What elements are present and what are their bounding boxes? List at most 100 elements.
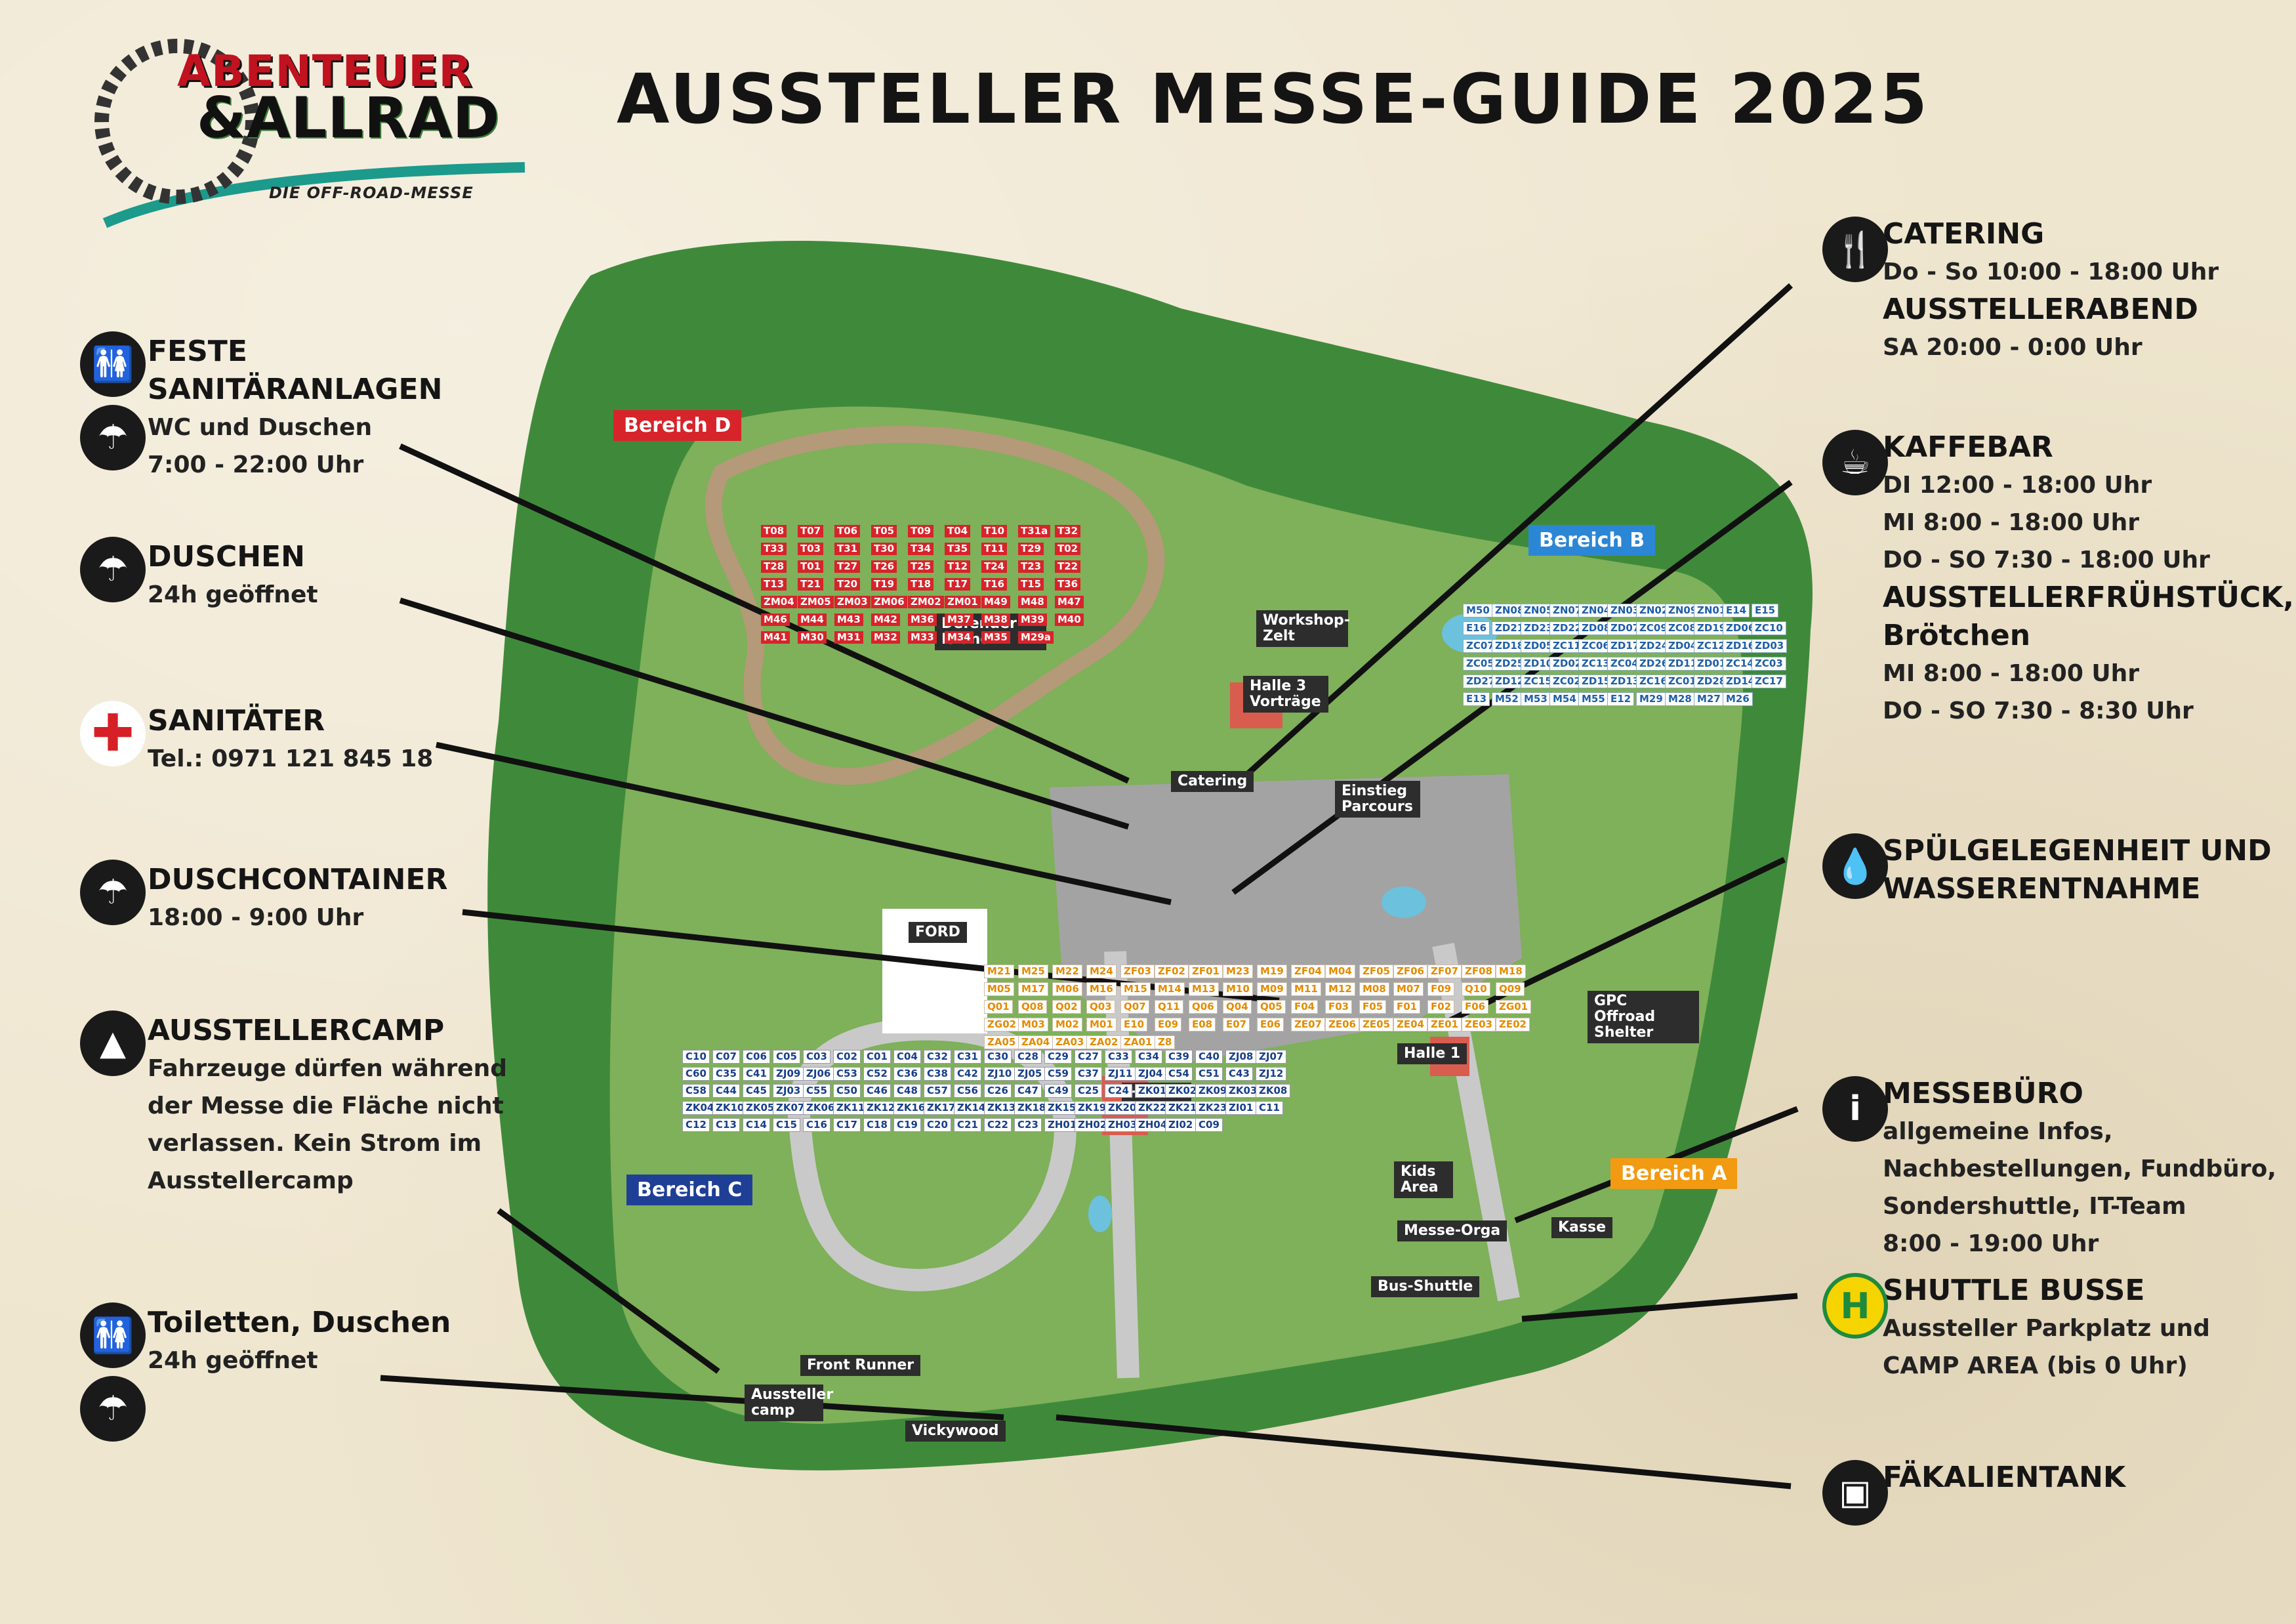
stand-label[interactable]: ZN07 — [1549, 604, 1586, 617]
stand-label[interactable]: ZM02 — [908, 596, 944, 608]
stand-label[interactable]: T28 — [761, 560, 787, 573]
stand-label[interactable]: ZC02 — [1549, 675, 1584, 688]
stand-label[interactable]: T23 — [1018, 560, 1044, 573]
stand-label[interactable]: E14 — [1723, 604, 1750, 617]
stand-label[interactable]: ZN02 — [1636, 604, 1672, 617]
stand-label[interactable]: M07 — [1393, 982, 1424, 996]
stand-label[interactable]: T20 — [834, 578, 861, 591]
stand-label[interactable]: ZK07 — [773, 1101, 808, 1115]
stand-label[interactable]: ZK23 — [1195, 1101, 1231, 1115]
stand-label[interactable]: M24 — [1086, 965, 1117, 978]
stand-label[interactable]: ZJ12 — [1256, 1067, 1287, 1081]
stand-label[interactable]: ZD26 — [1636, 657, 1672, 671]
stand-label[interactable]: ZE02 — [1496, 1018, 1530, 1031]
stand-label[interactable]: C34 — [1135, 1050, 1162, 1064]
stand-label[interactable]: C53 — [833, 1067, 861, 1081]
stand-label[interactable]: C48 — [893, 1084, 921, 1098]
stand-label[interactable]: ZN08 — [1492, 604, 1528, 617]
stand-label[interactable]: E12 — [1607, 692, 1635, 706]
stand-label[interactable]: F06 — [1462, 1000, 1489, 1014]
stand-label[interactable]: C05 — [773, 1050, 800, 1064]
stand-label[interactable]: ZJ11 — [1105, 1067, 1136, 1081]
stand-label[interactable]: ZM01 — [945, 596, 981, 608]
stand-label[interactable]: ZG02 — [984, 1018, 1020, 1031]
stand-label[interactable]: C37 — [1075, 1067, 1102, 1081]
stand-label[interactable]: ZJ08 — [1225, 1050, 1257, 1064]
stand-label[interactable]: C57 — [924, 1084, 951, 1098]
stand-label[interactable]: T16 — [981, 578, 1008, 591]
stand-label[interactable]: C14 — [743, 1118, 770, 1132]
stand-label[interactable]: C15 — [773, 1118, 800, 1132]
stand-label[interactable]: M53 — [1521, 692, 1551, 706]
stand-label[interactable]: C31 — [954, 1050, 981, 1064]
stand-label[interactable]: M12 — [1325, 982, 1355, 996]
stand-label[interactable]: M29 — [1636, 692, 1666, 706]
stand-label[interactable]: ZI01 — [1225, 1101, 1257, 1115]
stand-label[interactable]: Q04 — [1223, 1000, 1252, 1014]
stand-label[interactable]: M10 — [1223, 982, 1253, 996]
stand-label[interactable]: ZN03 — [1607, 604, 1643, 617]
stand-label[interactable]: M27 — [1694, 692, 1724, 706]
stand-label[interactable]: T03 — [798, 543, 824, 555]
stand-label[interactable]: ZC14 — [1723, 657, 1757, 671]
stand-label[interactable]: M49 — [981, 596, 1010, 608]
stand-label[interactable]: ZK20 — [1105, 1101, 1140, 1115]
stand-label[interactable]: C38 — [924, 1067, 951, 1081]
stand-label[interactable]: C01 — [863, 1050, 891, 1064]
stand-label[interactable]: E09 — [1155, 1018, 1182, 1031]
stand-label[interactable]: F09 — [1427, 982, 1455, 996]
stand-label[interactable]: M37 — [945, 614, 974, 626]
stand-label[interactable]: ZH02 — [1075, 1118, 1111, 1132]
stand-label[interactable]: ZE07 — [1291, 1018, 1325, 1031]
stand-label[interactable]: ZE01 — [1427, 1018, 1462, 1031]
stand-label[interactable]: T04 — [945, 525, 971, 537]
stand-label[interactable]: ZC13 — [1578, 657, 1613, 671]
stand-label[interactable]: C16 — [803, 1118, 830, 1132]
stand-label[interactable]: C17 — [833, 1118, 861, 1132]
stand-label[interactable]: M13 — [1189, 982, 1219, 996]
stand-label[interactable]: ZJ10 — [984, 1067, 1015, 1081]
stand-label[interactable]: M30 — [798, 631, 827, 644]
stand-label[interactable]: ZM06 — [871, 596, 907, 608]
stand-label[interactable]: M08 — [1359, 982, 1389, 996]
stand-label[interactable]: C58 — [682, 1084, 710, 1098]
stand-label[interactable]: C55 — [803, 1084, 830, 1098]
stand-label[interactable]: C51 — [1195, 1067, 1223, 1081]
stand-label[interactable]: ZA03 — [1052, 1035, 1088, 1049]
stand-label[interactable]: T19 — [871, 578, 897, 591]
stand-label[interactable]: M15 — [1120, 982, 1151, 996]
stand-label[interactable]: ZD07 — [1607, 621, 1643, 635]
stand-label[interactable]: C27 — [1075, 1050, 1102, 1064]
stand-label[interactable]: ZE03 — [1462, 1018, 1496, 1031]
stand-label[interactable]: M19 — [1257, 965, 1287, 978]
stand-label[interactable]: M47 — [1055, 596, 1084, 608]
stand-label[interactable]: ZC17 — [1752, 675, 1786, 688]
stand-label[interactable]: T12 — [945, 560, 971, 573]
stand-label[interactable]: ZC04 — [1607, 657, 1642, 671]
stand-label[interactable]: T18 — [908, 578, 934, 591]
stand-label[interactable]: ZK11 — [833, 1101, 869, 1115]
stand-label[interactable]: C54 — [1165, 1067, 1193, 1081]
stand-label[interactable]: ZK01 — [1135, 1084, 1170, 1098]
stand-label[interactable]: C11 — [1256, 1101, 1283, 1115]
stand-label[interactable]: T09 — [908, 525, 934, 537]
stand-label[interactable]: T35 — [945, 543, 971, 555]
stand-label[interactable]: ZC05 — [1463, 657, 1498, 671]
stand-label[interactable]: T17 — [945, 578, 971, 591]
stand-label[interactable]: ZE05 — [1359, 1018, 1393, 1031]
stand-label[interactable]: ZK06 — [803, 1101, 838, 1115]
stand-label[interactable]: M31 — [834, 631, 863, 644]
stand-label[interactable]: C43 — [1225, 1067, 1253, 1081]
stand-label[interactable]: C39 — [1165, 1050, 1193, 1064]
stand-label[interactable]: E13 — [1463, 692, 1490, 706]
stand-label[interactable]: C56 — [954, 1084, 981, 1098]
stand-label[interactable]: ZH03 — [1105, 1118, 1141, 1132]
stand-label[interactable]: ZJ07 — [1256, 1050, 1287, 1064]
stand-label[interactable]: ZJ04 — [1135, 1067, 1166, 1081]
stand-label[interactable]: C60 — [682, 1067, 710, 1081]
stand-label[interactable]: ZD13 — [1607, 675, 1643, 688]
stand-label[interactable]: Q09 — [1496, 982, 1525, 996]
stand-label[interactable]: ZK18 — [1014, 1101, 1050, 1115]
stand-label[interactable]: ZD01 — [1694, 657, 1730, 671]
stand-label[interactable]: E16 — [1463, 621, 1490, 635]
